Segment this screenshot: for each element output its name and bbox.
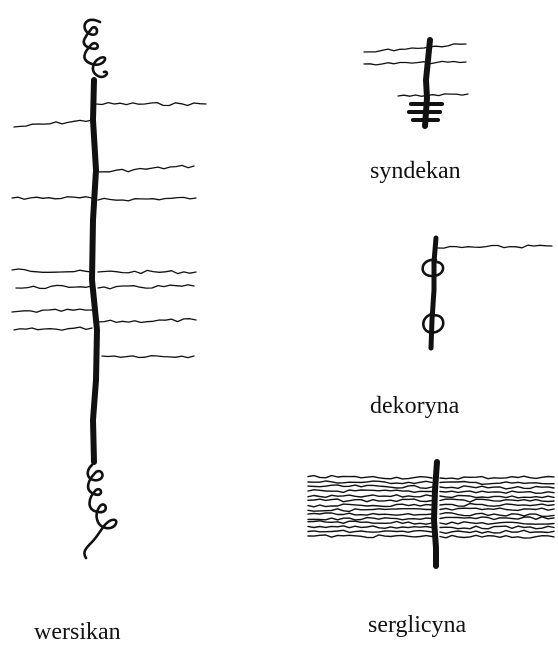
glycosaminoglycan-chain [96,103,206,106]
glycosaminoglycan-chain [308,526,432,529]
glycosaminoglycan-chain [12,197,92,200]
glycosaminoglycan-chain [440,496,554,498]
glycosaminoglycan-chain [308,518,432,520]
syndekan-figure [364,40,468,126]
glycosaminoglycan-chain [98,197,196,200]
glycosaminoglycan-chain [308,535,432,538]
glycosaminoglycan-chain [440,476,554,479]
glycosaminoglycan-chain [440,535,554,538]
dekoryna-label: dekoryna [370,393,459,420]
glycosaminoglycan-chain [440,530,554,533]
glycosaminoglycan-chain [308,504,432,507]
serglicyna-label: serglicyna [368,612,466,639]
glycosaminoglycan-chain [102,356,194,358]
dekoryna-figure [423,238,552,348]
glycosaminoglycan-chain [98,285,194,289]
glycosaminoglycan-chain [308,481,432,484]
n-terminal-globular-domain [84,20,107,77]
glycosaminoglycan-chain [308,513,432,515]
glycosaminoglycan-chain [98,319,196,323]
glycosaminoglycan-chain [398,94,468,96]
glycosaminoglycan-chain [308,530,432,532]
wersikan-label: wersikan [34,619,121,646]
glycosaminoglycan-chain [16,285,92,288]
glycosaminoglycan-chain [440,526,554,529]
glycosaminoglycan-chain [308,490,432,493]
glycosaminoglycan-chain [440,522,554,524]
glycosaminoglycan-chain [14,327,92,330]
glycosaminoglycan-chain [440,504,554,507]
glycosaminoglycan-chain [364,44,466,52]
glycosaminoglycan-chain [440,486,554,489]
glycosaminoglycan-chain [440,513,554,517]
glycosaminoglycan-chain [364,61,466,65]
glycosaminoglycan-chain [308,495,432,498]
glycosaminoglycan-chain [308,476,432,479]
core-protein [434,462,437,566]
glycosaminoglycan-chain [98,165,194,172]
glycosaminoglycan-chain [440,517,554,520]
glycosaminoglycan-chain [440,482,554,485]
glycosaminoglycan-chain [98,270,196,273]
glycosaminoglycan-chain [440,508,554,510]
glycosaminoglycan-chain [308,521,432,524]
c-terminal-globular-domain [84,465,116,558]
glycosaminoglycan-chain [438,245,552,248]
glycosaminoglycan-chain [308,485,432,488]
serglicyna-figure [308,462,554,566]
glycosaminoglycan-chain [12,269,92,272]
core-protein [92,80,97,462]
wersikan-figure [12,20,206,558]
glycosaminoglycan-chain [440,491,554,493]
glycosaminoglycan-chain [308,499,432,502]
glycosaminoglycan-chain [14,120,92,127]
glycosaminoglycan-chain [440,499,554,502]
syndekan-label: syndekan [370,158,461,185]
glycosaminoglycan-chain [308,509,432,512]
glycosaminoglycan-chain [12,309,92,312]
